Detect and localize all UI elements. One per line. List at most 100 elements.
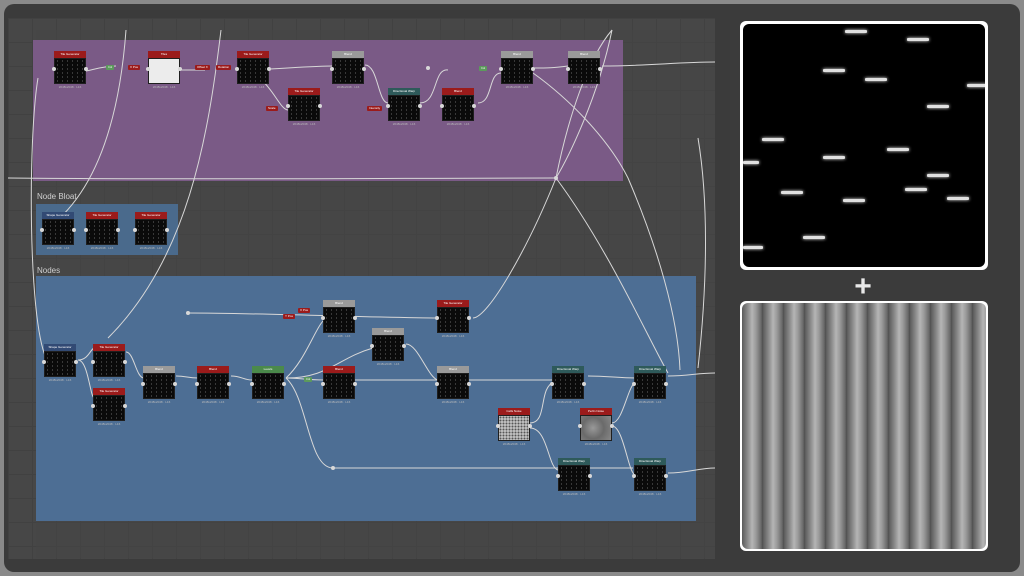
graph-node[interactable]: Blend 2048x2048 · L16: [141, 366, 177, 404]
input-pin[interactable]: [566, 67, 570, 71]
graph-node[interactable]: Shape Generator 2048x2048 · L16: [42, 344, 78, 382]
graph-node[interactable]: Blend 2048x2048 · L16: [195, 366, 231, 404]
input-pin[interactable]: [146, 67, 150, 71]
input-pin[interactable]: [286, 104, 290, 108]
graph-node[interactable]: Tile Generator 2048x2048 · L16: [91, 344, 127, 382]
input-pin[interactable]: [250, 382, 254, 386]
output-pin[interactable]: [664, 474, 668, 478]
output-pin[interactable]: [664, 382, 668, 386]
input-pin[interactable]: [91, 360, 95, 364]
output-pin[interactable]: [123, 360, 127, 364]
output-pin[interactable]: [227, 382, 231, 386]
node-graph-canvas[interactable]: Node Bloat Nodes: [8, 18, 715, 559]
graph-node[interactable]: Shape Generator 2048x2048 · L16: [40, 212, 76, 250]
input-pin[interactable]: [370, 344, 374, 348]
graph-node[interactable]: Directional Warp 2048x2048 · L16: [632, 458, 668, 496]
graph-node[interactable]: Blend 2048x2048 · L16: [566, 51, 602, 89]
output-pin[interactable]: [472, 104, 476, 108]
input-pin[interactable]: [386, 104, 390, 108]
texture-preview-top[interactable]: [740, 21, 988, 270]
output-pin[interactable]: [598, 67, 602, 71]
output-pin[interactable]: [267, 67, 271, 71]
graph-node[interactable]: Cells Noise 2048x2048 · L16: [496, 408, 532, 446]
input-pin[interactable]: [578, 424, 582, 428]
value-pill[interactable]: In1: [106, 65, 115, 70]
value-pill[interactable]: X Pos: [298, 308, 311, 313]
graph-node[interactable]: Directional Warp 2048x2048 · L16: [550, 366, 586, 404]
output-pin[interactable]: [282, 382, 286, 386]
output-pin[interactable]: [123, 404, 127, 408]
input-pin[interactable]: [235, 67, 239, 71]
value-pill[interactable]: Offset X: [195, 65, 210, 70]
input-pin[interactable]: [321, 382, 325, 386]
output-pin[interactable]: [610, 424, 614, 428]
output-pin[interactable]: [72, 228, 76, 232]
graph-node[interactable]: Blend 2048x2048 · L16: [321, 300, 357, 338]
input-pin[interactable]: [195, 382, 199, 386]
graph-node[interactable]: Blend 2048x2048 · L16: [370, 328, 406, 366]
output-pin[interactable]: [173, 382, 177, 386]
value-pill[interactable]: Intensity: [367, 106, 383, 111]
input-pin[interactable]: [42, 360, 46, 364]
input-pin[interactable]: [91, 404, 95, 408]
input-pin[interactable]: [330, 67, 334, 71]
output-pin[interactable]: [402, 344, 406, 348]
graph-node[interactable]: Blend 2048x2048 · L16: [330, 51, 366, 89]
value-pill[interactable]: In1: [304, 377, 313, 382]
input-pin[interactable]: [556, 474, 560, 478]
graph-node[interactable]: Tile Generator 2048x2048 · L16: [133, 212, 169, 250]
output-pin[interactable]: [531, 67, 535, 71]
input-pin[interactable]: [632, 382, 636, 386]
input-pin[interactable]: [550, 382, 554, 386]
output-pin[interactable]: [582, 382, 586, 386]
graph-node[interactable]: Tile Generator 2048x2048 · L16: [435, 300, 471, 338]
input-pin[interactable]: [496, 424, 500, 428]
output-pin[interactable]: [353, 382, 357, 386]
input-pin[interactable]: [499, 67, 503, 71]
value-pill[interactable]: X Pos: [128, 65, 141, 70]
graph-node[interactable]: Tile Generator 2048x2048 · L16: [286, 88, 322, 126]
graph-node[interactable]: Tile Generator 2048x2048 · L16: [84, 212, 120, 250]
input-pin[interactable]: [52, 67, 56, 71]
output-pin[interactable]: [528, 424, 532, 428]
graph-node[interactable]: Blend 2048x2048 · L16: [499, 51, 535, 89]
input-pin[interactable]: [84, 228, 88, 232]
graph-node[interactable]: Tile Generator 2048x2048 · L16: [91, 388, 127, 426]
output-pin[interactable]: [418, 104, 422, 108]
output-pin[interactable]: [467, 316, 471, 320]
graph-node[interactable]: Directional Warp 2048x2048 · L16: [386, 88, 422, 126]
input-pin[interactable]: [40, 228, 44, 232]
input-pin[interactable]: [133, 228, 137, 232]
output-pin[interactable]: [353, 316, 357, 320]
graph-node[interactable]: Perlin Noise 2048x2048 · L16: [578, 408, 614, 446]
output-pin[interactable]: [165, 228, 169, 232]
input-pin[interactable]: [321, 316, 325, 320]
output-pin[interactable]: [84, 67, 88, 71]
output-pin[interactable]: [362, 67, 366, 71]
output-pin[interactable]: [467, 382, 471, 386]
output-pin[interactable]: [178, 67, 182, 71]
input-pin[interactable]: [440, 104, 444, 108]
value-pill[interactable]: Scale: [266, 106, 278, 111]
graph-node[interactable]: Blend 2048x2048 · L16: [440, 88, 476, 126]
graph-node[interactable]: Tile Generator 2048x2048 · L16: [235, 51, 271, 89]
output-pin[interactable]: [116, 228, 120, 232]
input-pin[interactable]: [435, 382, 439, 386]
graph-node[interactable]: Tile Generator 2048x2048 · L16: [52, 51, 88, 89]
output-pin[interactable]: [588, 474, 592, 478]
value-pill[interactable]: In1: [479, 66, 488, 71]
input-pin[interactable]: [632, 474, 636, 478]
graph-node[interactable]: Tiles 2048x2048 · L16: [146, 51, 182, 89]
value-pill[interactable]: Rotation: [216, 65, 232, 70]
graph-node[interactable]: Directional Warp 2048x2048 · L16: [632, 366, 668, 404]
graph-node[interactable]: Directional Warp 2048x2048 · L16: [556, 458, 592, 496]
input-pin[interactable]: [141, 382, 145, 386]
output-pin[interactable]: [318, 104, 322, 108]
input-pin[interactable]: [435, 316, 439, 320]
graph-node[interactable]: Blend 2048x2048 · L16: [321, 366, 357, 404]
graph-node[interactable]: Blend 2048x2048 · L16: [435, 366, 471, 404]
value-pill[interactable]: Y Pos: [283, 314, 295, 319]
texture-preview-bottom[interactable]: [740, 301, 988, 551]
output-pin[interactable]: [74, 360, 78, 364]
graph-node[interactable]: Levels 2048x2048 · L16: [250, 366, 286, 404]
